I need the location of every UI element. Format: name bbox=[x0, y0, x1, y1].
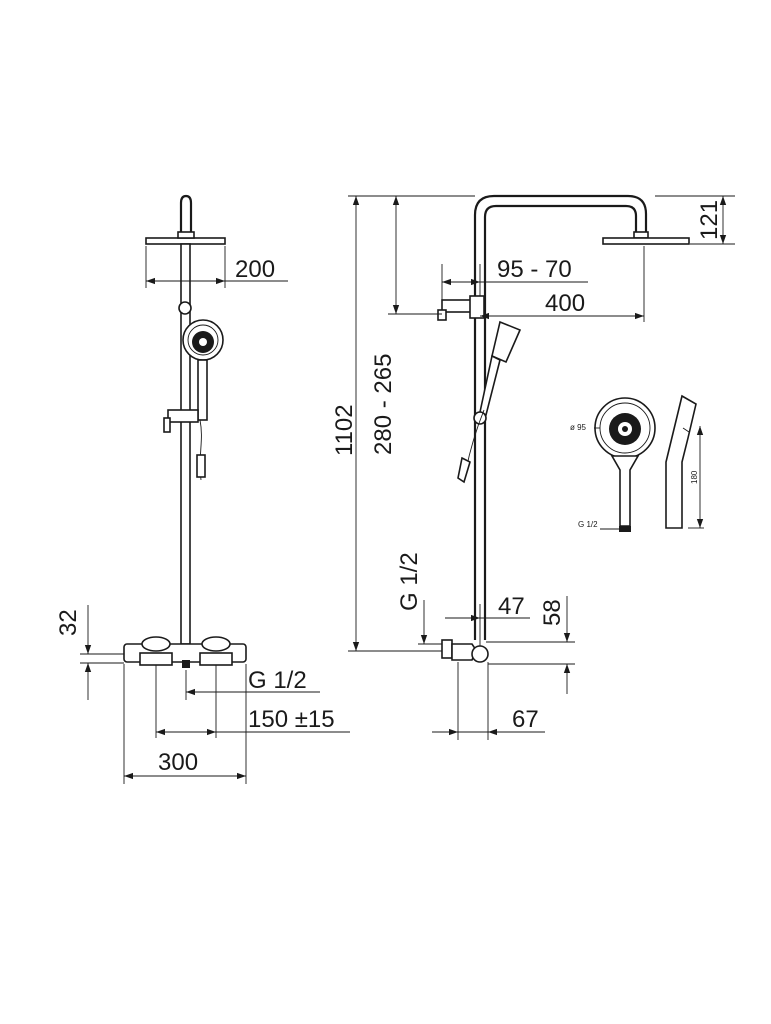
dim-thread-front: G 1/2 bbox=[248, 667, 307, 694]
dim-total-height: 1102 bbox=[331, 404, 358, 456]
side-view: 121 95 - 70 400 1102 280 - 265 G 1/2 47 bbox=[331, 194, 735, 740]
hand-shower-detail-profile bbox=[665, 394, 697, 529]
dim-hand-length: 180 bbox=[690, 470, 699, 484]
slider-front bbox=[167, 409, 199, 423]
shower-head-front bbox=[145, 237, 226, 245]
dim-hand-thread: G 1/2 bbox=[578, 520, 598, 529]
front-view: 200 32 G 1/2 150 ±15 300 bbox=[55, 194, 350, 784]
dim-hand-diameter: ø 95 bbox=[570, 423, 587, 432]
riser-top bbox=[179, 194, 193, 232]
dim-mixer-width: 300 bbox=[158, 749, 198, 776]
dim-arm-reach: 400 bbox=[545, 290, 585, 317]
dim-thread-side: G 1/2 bbox=[396, 552, 423, 611]
shower-arm-side bbox=[473, 194, 648, 640]
shower-head-side bbox=[602, 237, 690, 245]
dim-slider-range: 95 - 70 bbox=[497, 256, 572, 283]
dim-center-distance: 150 ±15 bbox=[248, 706, 335, 733]
dim-depth-67: 67 bbox=[512, 706, 539, 733]
dim-offset-47: 47 bbox=[498, 593, 525, 620]
dim-arm-height: 121 bbox=[696, 200, 723, 240]
dim-connection-distance: 280 - 265 bbox=[370, 354, 397, 455]
hand-shower-side bbox=[491, 320, 522, 364]
dim-head-width: 200 bbox=[235, 256, 275, 283]
dim-offset-58: 58 bbox=[539, 599, 566, 626]
hand-shower-detail: ø 95 G 1/2 180 bbox=[570, 394, 704, 532]
dim-inlet-height: 32 bbox=[55, 609, 82, 636]
